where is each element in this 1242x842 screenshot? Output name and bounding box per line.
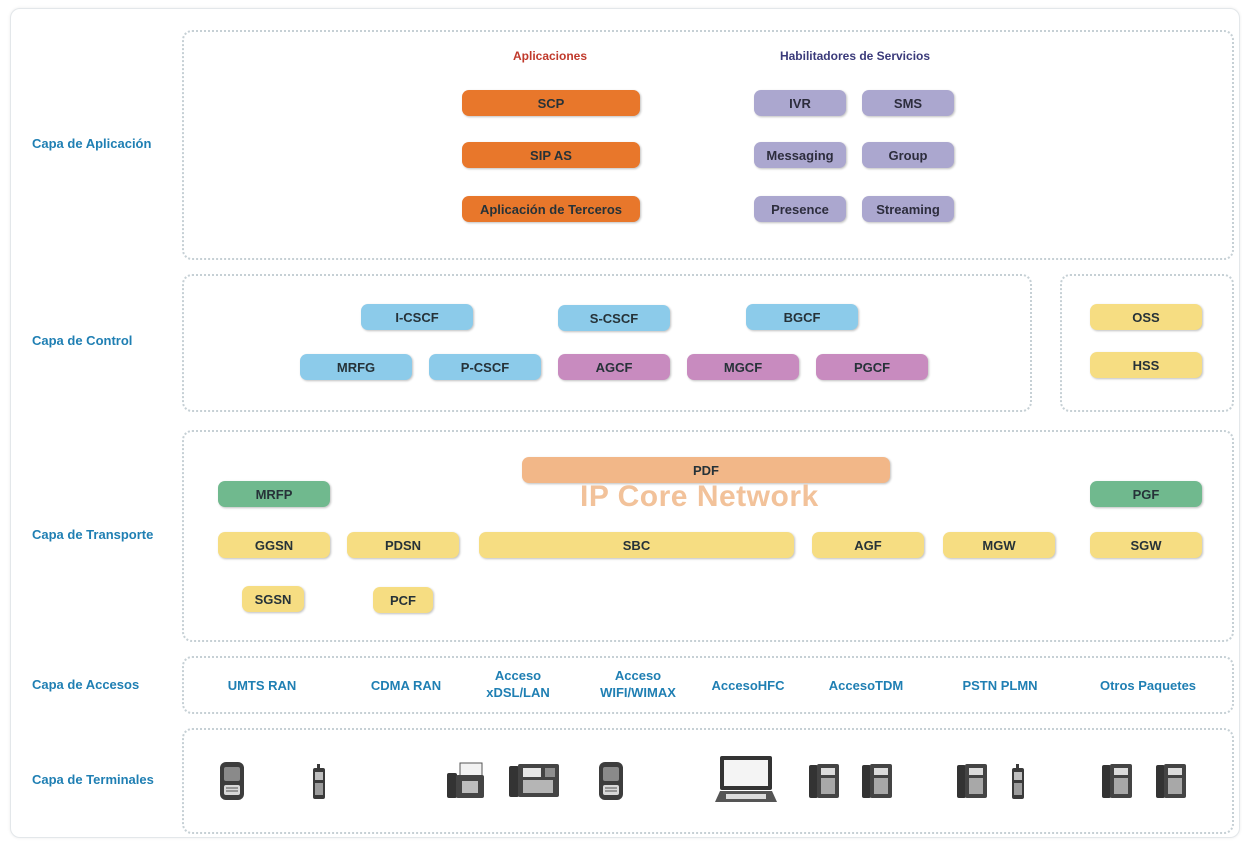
ctrl-p-cscf: P-CSCF (429, 354, 541, 380)
fax-icon (447, 762, 484, 798)
application-layer-panel (182, 30, 1234, 260)
management-panel (1060, 274, 1234, 412)
transport-pdf: PDF (522, 457, 890, 483)
ctrl-mgcf: MGCF (687, 354, 799, 380)
desk-phone-icon (1156, 764, 1186, 798)
enabler-messaging: Messaging (754, 142, 846, 168)
control-layer-panel (182, 274, 1032, 412)
access-hfc: AccesoHFC (711, 678, 785, 693)
access-wifi-wimax: Acceso WIFI/WIMAX (600, 668, 676, 700)
transport-mrfp: MRFP (218, 481, 330, 507)
ctrl-i-cscf: I-CSCF (361, 304, 473, 330)
access-otros-paquetes: Otros Paquetes (1099, 678, 1197, 693)
ip-core-network-label: IP Core Network (580, 480, 819, 513)
ctrl-agcf: AGCF (558, 354, 670, 380)
access-xdsl-lan: Acceso xDSL/LAN (486, 668, 550, 700)
enabler-presence: Presence (754, 196, 846, 222)
ctrl-mrfg: MRFG (300, 354, 412, 380)
access-pstn-plmn: PSTN PLMN (962, 678, 1038, 693)
laptop-icon (715, 756, 777, 802)
transport-pgf: PGF (1090, 481, 1202, 507)
terminal-layer-panel (182, 728, 1234, 834)
ctrl-s-cscf: S-CSCF (558, 305, 670, 331)
access-tdm: AccesoTDM (828, 678, 904, 693)
transport-mgw: MGW (943, 532, 1055, 558)
desk-phone-icon (809, 764, 839, 798)
transport-pdsn: PDSN (347, 532, 459, 558)
transport-agf: AGF (812, 532, 924, 558)
transport-pcf: PCF (373, 587, 433, 613)
layer-label-aplicacion: Capa de Aplicación (32, 136, 152, 151)
desk-phone-icon (1102, 764, 1132, 798)
ctrl-oss: OSS (1090, 304, 1202, 330)
app-scp: SCP (462, 90, 640, 116)
app-third-party: Aplicación de Terceros (462, 196, 640, 222)
multifunction-phone-icon (509, 764, 559, 797)
ctrl-pgcf: PGCF (816, 354, 928, 380)
mobile-phone-icon (313, 764, 325, 799)
transport-sgw: SGW (1090, 532, 1202, 558)
enabler-sms: SMS (862, 90, 954, 116)
app-sip-as: SIP AS (462, 142, 640, 168)
access-layer-panel (182, 656, 1234, 714)
enabler-ivr: IVR (754, 90, 846, 116)
pda-icon (220, 762, 244, 800)
transport-ggsn: GGSN (218, 532, 330, 558)
applications-title: Aplicaciones (512, 49, 588, 63)
layer-label-control: Capa de Control (32, 333, 133, 348)
desk-phone-icon (957, 764, 987, 798)
access-cdma-ran: CDMA RAN (370, 678, 442, 693)
pda-icon (599, 762, 623, 800)
mobile-phone-icon (1012, 764, 1024, 799)
transport-layer-panel (182, 430, 1234, 642)
layer-label-terminales: Capa de Terminales (32, 772, 154, 787)
ctrl-bgcf: BGCF (746, 304, 858, 330)
transport-sbc: SBC (479, 532, 794, 558)
desk-phone-icon (862, 764, 892, 798)
enabler-group: Group (862, 142, 954, 168)
layer-label-accesos: Capa de Accesos (32, 677, 140, 692)
layer-label-transporte: Capa de Transporte (32, 527, 154, 542)
transport-sgsn: SGSN (242, 586, 304, 612)
access-umts-ran: UMTS RAN (227, 678, 297, 693)
enablers-title: Habilitadores de Servicios (779, 49, 931, 63)
ctrl-hss: HSS (1090, 352, 1202, 378)
enabler-streaming: Streaming (862, 196, 954, 222)
